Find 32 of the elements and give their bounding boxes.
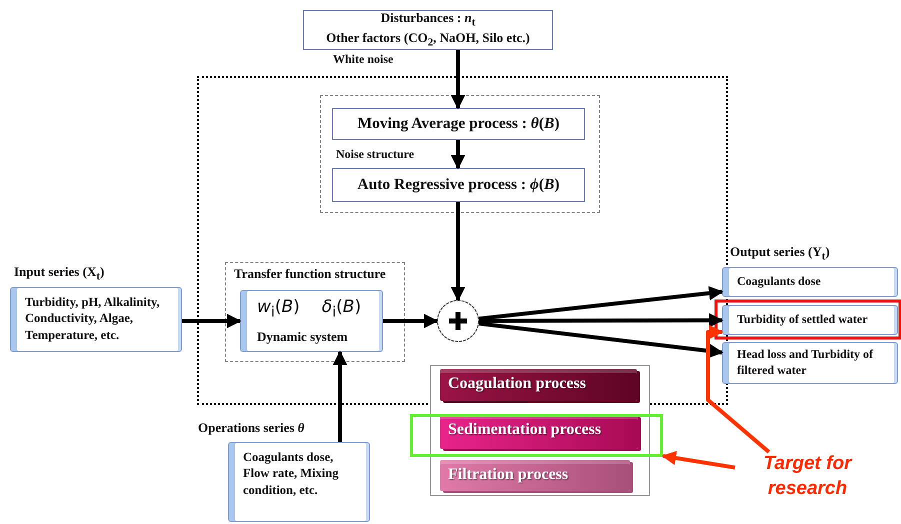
- group-heading: White noise: [333, 52, 394, 67]
- box-text: Moving Average process : θ(B): [357, 114, 560, 134]
- series-heading: Input series (X$_{t}$): [14, 264, 104, 283]
- annotation-text: Target for research: [762, 452, 854, 501]
- arrow: [662, 450, 736, 470]
- box-text: Coagulants dose, Flow rate, Mixing condition, etc.: [243, 449, 340, 498]
- arrow: [479, 313, 724, 328]
- arrow: [478, 322, 724, 358]
- box-text: Turbidity, pH, Alkalinity, Conductivity, Algae, Temperature, etc.: [25, 294, 161, 343]
- series-heading: Output series (Y$_{t}$): [730, 244, 830, 263]
- formula-text: w$_{i}$(B): [257, 297, 300, 320]
- box-text: Head loss and Turbidity of filtered water: [737, 347, 874, 379]
- arrow: [706, 324, 770, 454]
- box-text: Dynamic system: [257, 329, 348, 345]
- box-text: Other factors (CO$_{2}$, NaOH, Silo etc.): [326, 30, 530, 50]
- formula-text: δ$_{i}$(B): [322, 297, 362, 320]
- process-bar: Coagulation process: [440, 369, 637, 401]
- arrow: [383, 314, 438, 328]
- box-text: Turbidity of settled water: [737, 312, 868, 328]
- arrow: [450, 140, 466, 170]
- arrow: [450, 50, 466, 110]
- series-heading: Operations series θ: [198, 420, 304, 436]
- box-text: Disturbances : n$_{t}$: [380, 10, 476, 30]
- arrow: [182, 314, 242, 328]
- group-heading: Transfer function structure: [234, 266, 386, 282]
- process-bar: Filtration process: [440, 460, 630, 491]
- arrow: [478, 286, 724, 321]
- arrow: [450, 202, 466, 302]
- group-heading: Noise structure: [336, 147, 414, 162]
- box-text: Auto Regressive process : ϕ(B): [357, 175, 560, 195]
- arrow: [332, 350, 348, 442]
- box-text: Coagulants dose: [737, 274, 821, 290]
